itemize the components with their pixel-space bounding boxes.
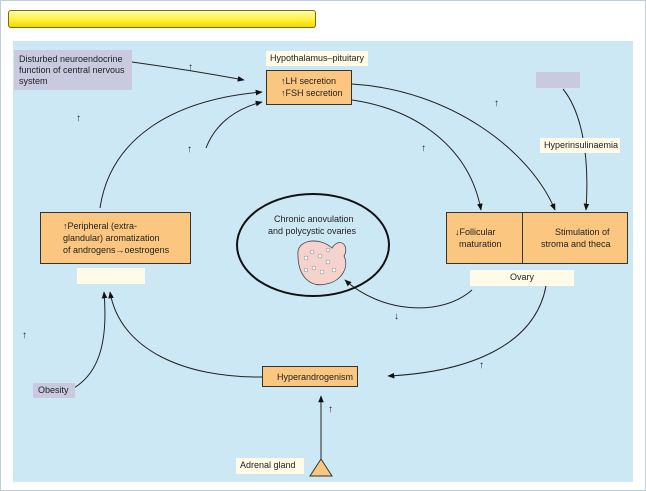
- arrow-peripheral-to-hp-inner: [205, 100, 263, 149]
- arrow-cns-to-hp: [131, 61, 245, 82]
- polycystic-ovary-icon: [297, 240, 347, 286]
- cns-line-3: system: [19, 76, 48, 86]
- lh-fsh-box: ↑LH secretion ↑FSH secretion: [266, 70, 352, 105]
- arrow-peripheral-to-hp-outer: [99, 89, 263, 209]
- center-line-2: and polycystic ovaries: [268, 226, 357, 236]
- up-arrow-mark: ↑: [22, 330, 27, 341]
- up-arrow-mark: ↑: [479, 360, 484, 371]
- hyperandrogenism-text: Hyperandrogenism: [277, 372, 354, 382]
- title-bar: [8, 10, 316, 28]
- arrow-hp-to-follicular: [351, 99, 483, 211]
- hyperandrogenism-box: Hyperandrogenism: [262, 366, 358, 387]
- ovary-divider: [522, 213, 523, 263]
- arrow-hp-to-stroma: [351, 83, 556, 211]
- arrow-ovary-to-center: [344, 279, 473, 309]
- follicular-line-2: maturation: [459, 239, 502, 249]
- ovary-text: Ovary: [510, 272, 535, 282]
- peripheral-aromatization-box: ↑Peripheral (extra- glandular) aromatiza…: [40, 212, 191, 264]
- obesity-text: Obesity: [38, 385, 69, 395]
- stroma-line-2: stroma and theca: [541, 239, 611, 249]
- lavender-placeholder-box: [536, 72, 580, 88]
- up-arrow-mark: ↑: [421, 143, 426, 154]
- ovary-label: Ovary: [470, 270, 574, 286]
- down-arrow-mark: ↓: [394, 311, 399, 322]
- adrenal-gland-label: Adrenal gland: [236, 458, 304, 474]
- hyperinsulinaemia-text: Hyperinsulinaemia: [544, 140, 619, 150]
- up-arrow-mark: ↑: [328, 404, 333, 415]
- peripheral-line-3: of androgens→oestrogens: [63, 245, 170, 255]
- peripheral-line-1: ↑Peripheral (extra-: [63, 221, 138, 231]
- obesity-box: Obesity: [33, 383, 75, 398]
- adrenal-gland-icon: [309, 458, 333, 477]
- peripheral-line-2: glandular) aromatization: [63, 233, 160, 243]
- arrow-ovary-to-hyperandrogenism: [387, 285, 547, 379]
- ovary-box: ↓Follicular maturation Stimulation of st…: [446, 212, 628, 264]
- up-arrow-mark: ↑: [76, 113, 81, 124]
- center-ellipse: [236, 193, 390, 297]
- hyperinsulinaemia-box: Hyperinsulinaemia: [540, 138, 620, 153]
- follicular-line-1: ↓Follicular: [455, 227, 496, 237]
- arrow-hyperandrogenism-to-peripheral: [108, 291, 263, 378]
- up-arrow-mark: ↑: [188, 62, 193, 73]
- lh-secretion: ↑LH secretion: [281, 76, 337, 86]
- peripheral-blank-label: [77, 268, 145, 284]
- arrow-obesity-to-peripheral: [73, 291, 108, 389]
- hypothalamus-pituitary-label: Hypothalamus–pituitary: [266, 51, 368, 66]
- center-line-1: Chronic anovulation: [274, 214, 354, 224]
- hypothalamus-pituitary-text: Hypothalamus–pituitary: [270, 53, 365, 63]
- up-arrow-mark: ↑: [494, 98, 499, 109]
- arrow-insulin-to-stroma: [562, 88, 590, 211]
- cns-box: Disturbed neuroendocrine function of cen…: [14, 50, 132, 90]
- cns-line-1: Disturbed neuroendocrine: [19, 54, 123, 64]
- fsh-secretion: ↑FSH secretion: [281, 88, 343, 98]
- up-arrow-mark: ↑: [187, 144, 192, 155]
- cns-line-2: function of central nervous: [19, 65, 125, 75]
- adrenal-gland-text: Adrenal gland: [240, 460, 296, 470]
- stroma-line-1: Stimulation of: [555, 227, 610, 237]
